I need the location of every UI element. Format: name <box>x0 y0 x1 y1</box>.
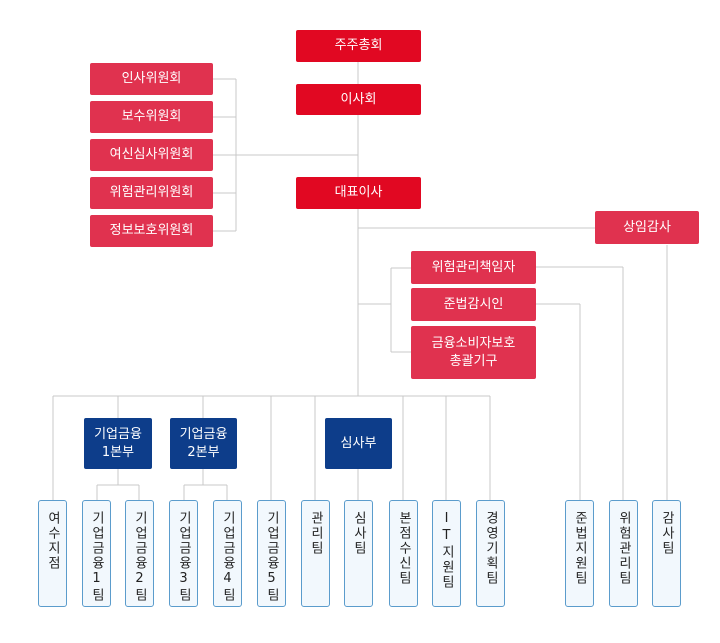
team-it-support: IT지원팀 <box>432 500 461 607</box>
team-audit: 감사팀 <box>652 500 681 607</box>
team-corp-finance-2: 기업금융2팀 <box>125 500 154 607</box>
board-box: 이사회 <box>296 84 421 115</box>
team-management-planning: 경영기획팀 <box>476 500 505 607</box>
team-corp-finance-3: 기업금융3팀 <box>169 500 198 607</box>
corp-finance-division-2: 기업금융 2본부 <box>170 418 237 469</box>
committee-credit-review: 여신심사위원회 <box>90 139 213 171</box>
committee-hr: 인사위원회 <box>90 63 213 95</box>
team-management: 관리팀 <box>301 500 330 607</box>
team-corp-finance-1: 기업금융1팀 <box>82 500 111 607</box>
auditor-box: 상임감사 <box>595 211 699 244</box>
compliance-officer-box: 준법감시인 <box>411 288 536 321</box>
committee-risk: 위험관리위원회 <box>90 177 213 209</box>
team-credit-review: 심사팀 <box>344 500 373 607</box>
ceo-box: 대표이사 <box>296 177 421 209</box>
shareholders-box: 주주총회 <box>296 30 421 62</box>
team-risk-management: 위험관리팀 <box>609 500 638 607</box>
corp-finance-division-1: 기업금융 1본부 <box>84 418 152 469</box>
committee-infosec: 정보보호위원회 <box>90 215 213 247</box>
team-corp-finance-5: 기업금융5팀 <box>257 500 286 607</box>
team-compliance-support: 준법지원팀 <box>565 500 594 607</box>
team-hq-deposit: 본점수신팀 <box>389 500 418 607</box>
team-corp-finance-4: 기업금융4팀 <box>213 500 242 607</box>
consumer-protection-box: 금융소비자보호 총괄기구 <box>411 326 536 379</box>
risk-officer-box: 위험관리책임자 <box>411 251 536 284</box>
committee-compensation: 보수위원회 <box>90 101 213 133</box>
team-yeosu-branch: 여수지점 <box>38 500 67 607</box>
credit-review-dept: 심사부 <box>325 418 392 469</box>
